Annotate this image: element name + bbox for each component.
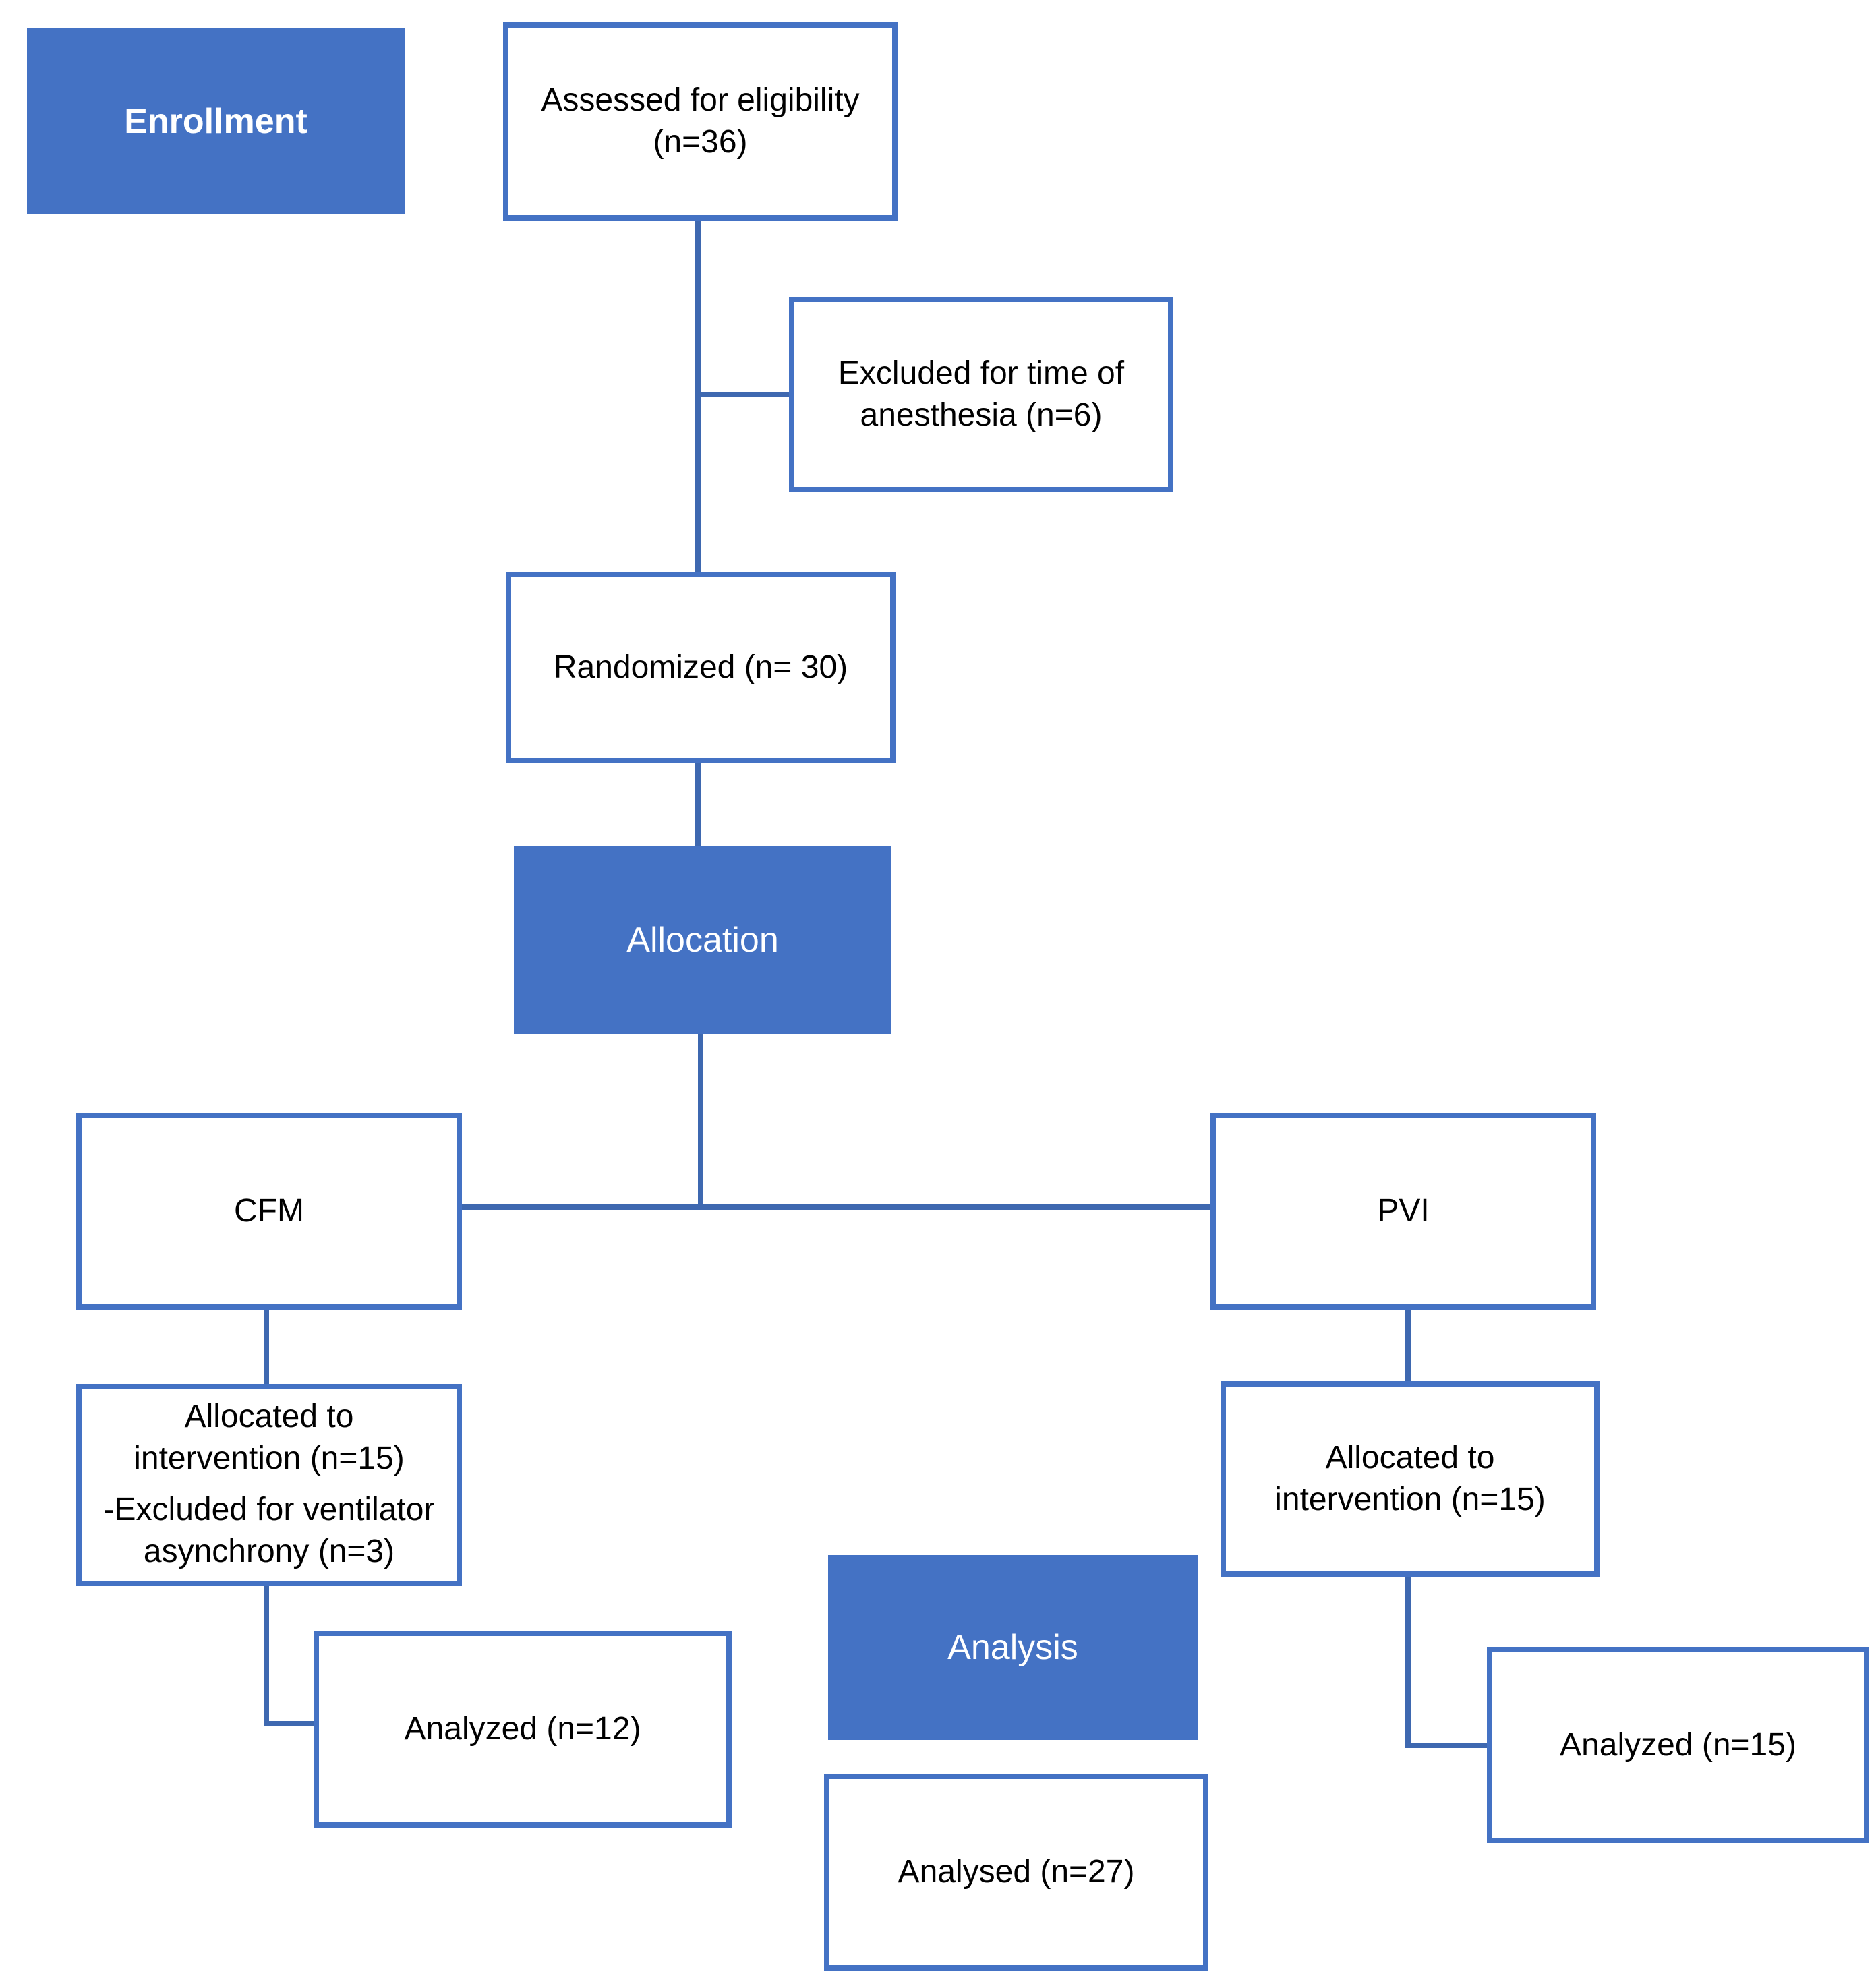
box-allocated-cfm: Allocated to intervention (n=15) -Exclud… xyxy=(76,1384,462,1586)
allocated-pvi-text: Allocated to intervention (n=15) xyxy=(1274,1440,1546,1517)
stage-analysis: Analysis xyxy=(828,1555,1198,1740)
connector-cfm-to-allocated xyxy=(264,1310,269,1384)
connector-allocation-to-split xyxy=(698,1034,703,1210)
box-randomized: Randomized (n= 30) xyxy=(506,572,896,763)
box-analyzed-cfm: Analyzed (n=12) xyxy=(314,1631,732,1828)
stage-enrollment-label: Enrollment xyxy=(124,101,307,141)
randomized-text: Randomized (n= 30) xyxy=(553,649,848,685)
box-assessed-eligibility: Assessed for eligibility (n=36) xyxy=(503,22,898,221)
box-pvi-arm: PVI xyxy=(1210,1113,1596,1310)
stage-allocation-label: Allocation xyxy=(626,921,779,960)
analysed-total-text: Analysed (n=27) xyxy=(898,1854,1135,1890)
connector-allocated-cfm-down xyxy=(264,1586,269,1726)
connector-elbow-to-analyzed-cfm xyxy=(264,1721,314,1726)
pvi-arm-label: PVI xyxy=(1377,1193,1430,1229)
box-allocated-pvi: Allocated to intervention (n=15) xyxy=(1221,1381,1600,1577)
allocated-cfm-text: Allocated to intervention (n=15) xyxy=(134,1399,405,1476)
connector-cfm-to-pvi xyxy=(462,1204,1210,1210)
connector-branch-to-excluded xyxy=(695,392,789,397)
box-analysed-total: Analysed (n=27) xyxy=(824,1774,1208,1971)
box-excluded-anesthesia: Excluded for time of anesthesia (n=6) xyxy=(789,297,1173,492)
connector-pvi-to-allocated xyxy=(1405,1310,1411,1381)
analyzed-pvi-text: Analyzed (n=15) xyxy=(1560,1726,1796,1763)
connector-elbow-to-analyzed-pvi xyxy=(1405,1743,1487,1748)
connector-randomized-to-allocation xyxy=(695,763,701,846)
box-cfm-arm: CFM xyxy=(76,1113,462,1310)
box-analyzed-pvi: Analyzed (n=15) xyxy=(1487,1647,1869,1843)
stage-allocation: Allocation xyxy=(514,846,891,1034)
assessed-eligibility-text: Assessed for eligibility (n=36) xyxy=(541,82,860,160)
stage-enrollment: Enrollment xyxy=(27,28,405,214)
connector-allocated-pvi-down xyxy=(1405,1577,1411,1748)
cfm-arm-label: CFM xyxy=(234,1193,304,1229)
stage-analysis-label: Analysis xyxy=(947,1628,1078,1667)
allocated-cfm-excluded-text: -Excluded for ventilator asynchrony (n=3… xyxy=(103,1492,435,1569)
analyzed-cfm-text: Analyzed (n=12) xyxy=(404,1711,641,1747)
excluded-anesthesia-text: Excluded for time of anesthesia (n=6) xyxy=(838,355,1125,433)
